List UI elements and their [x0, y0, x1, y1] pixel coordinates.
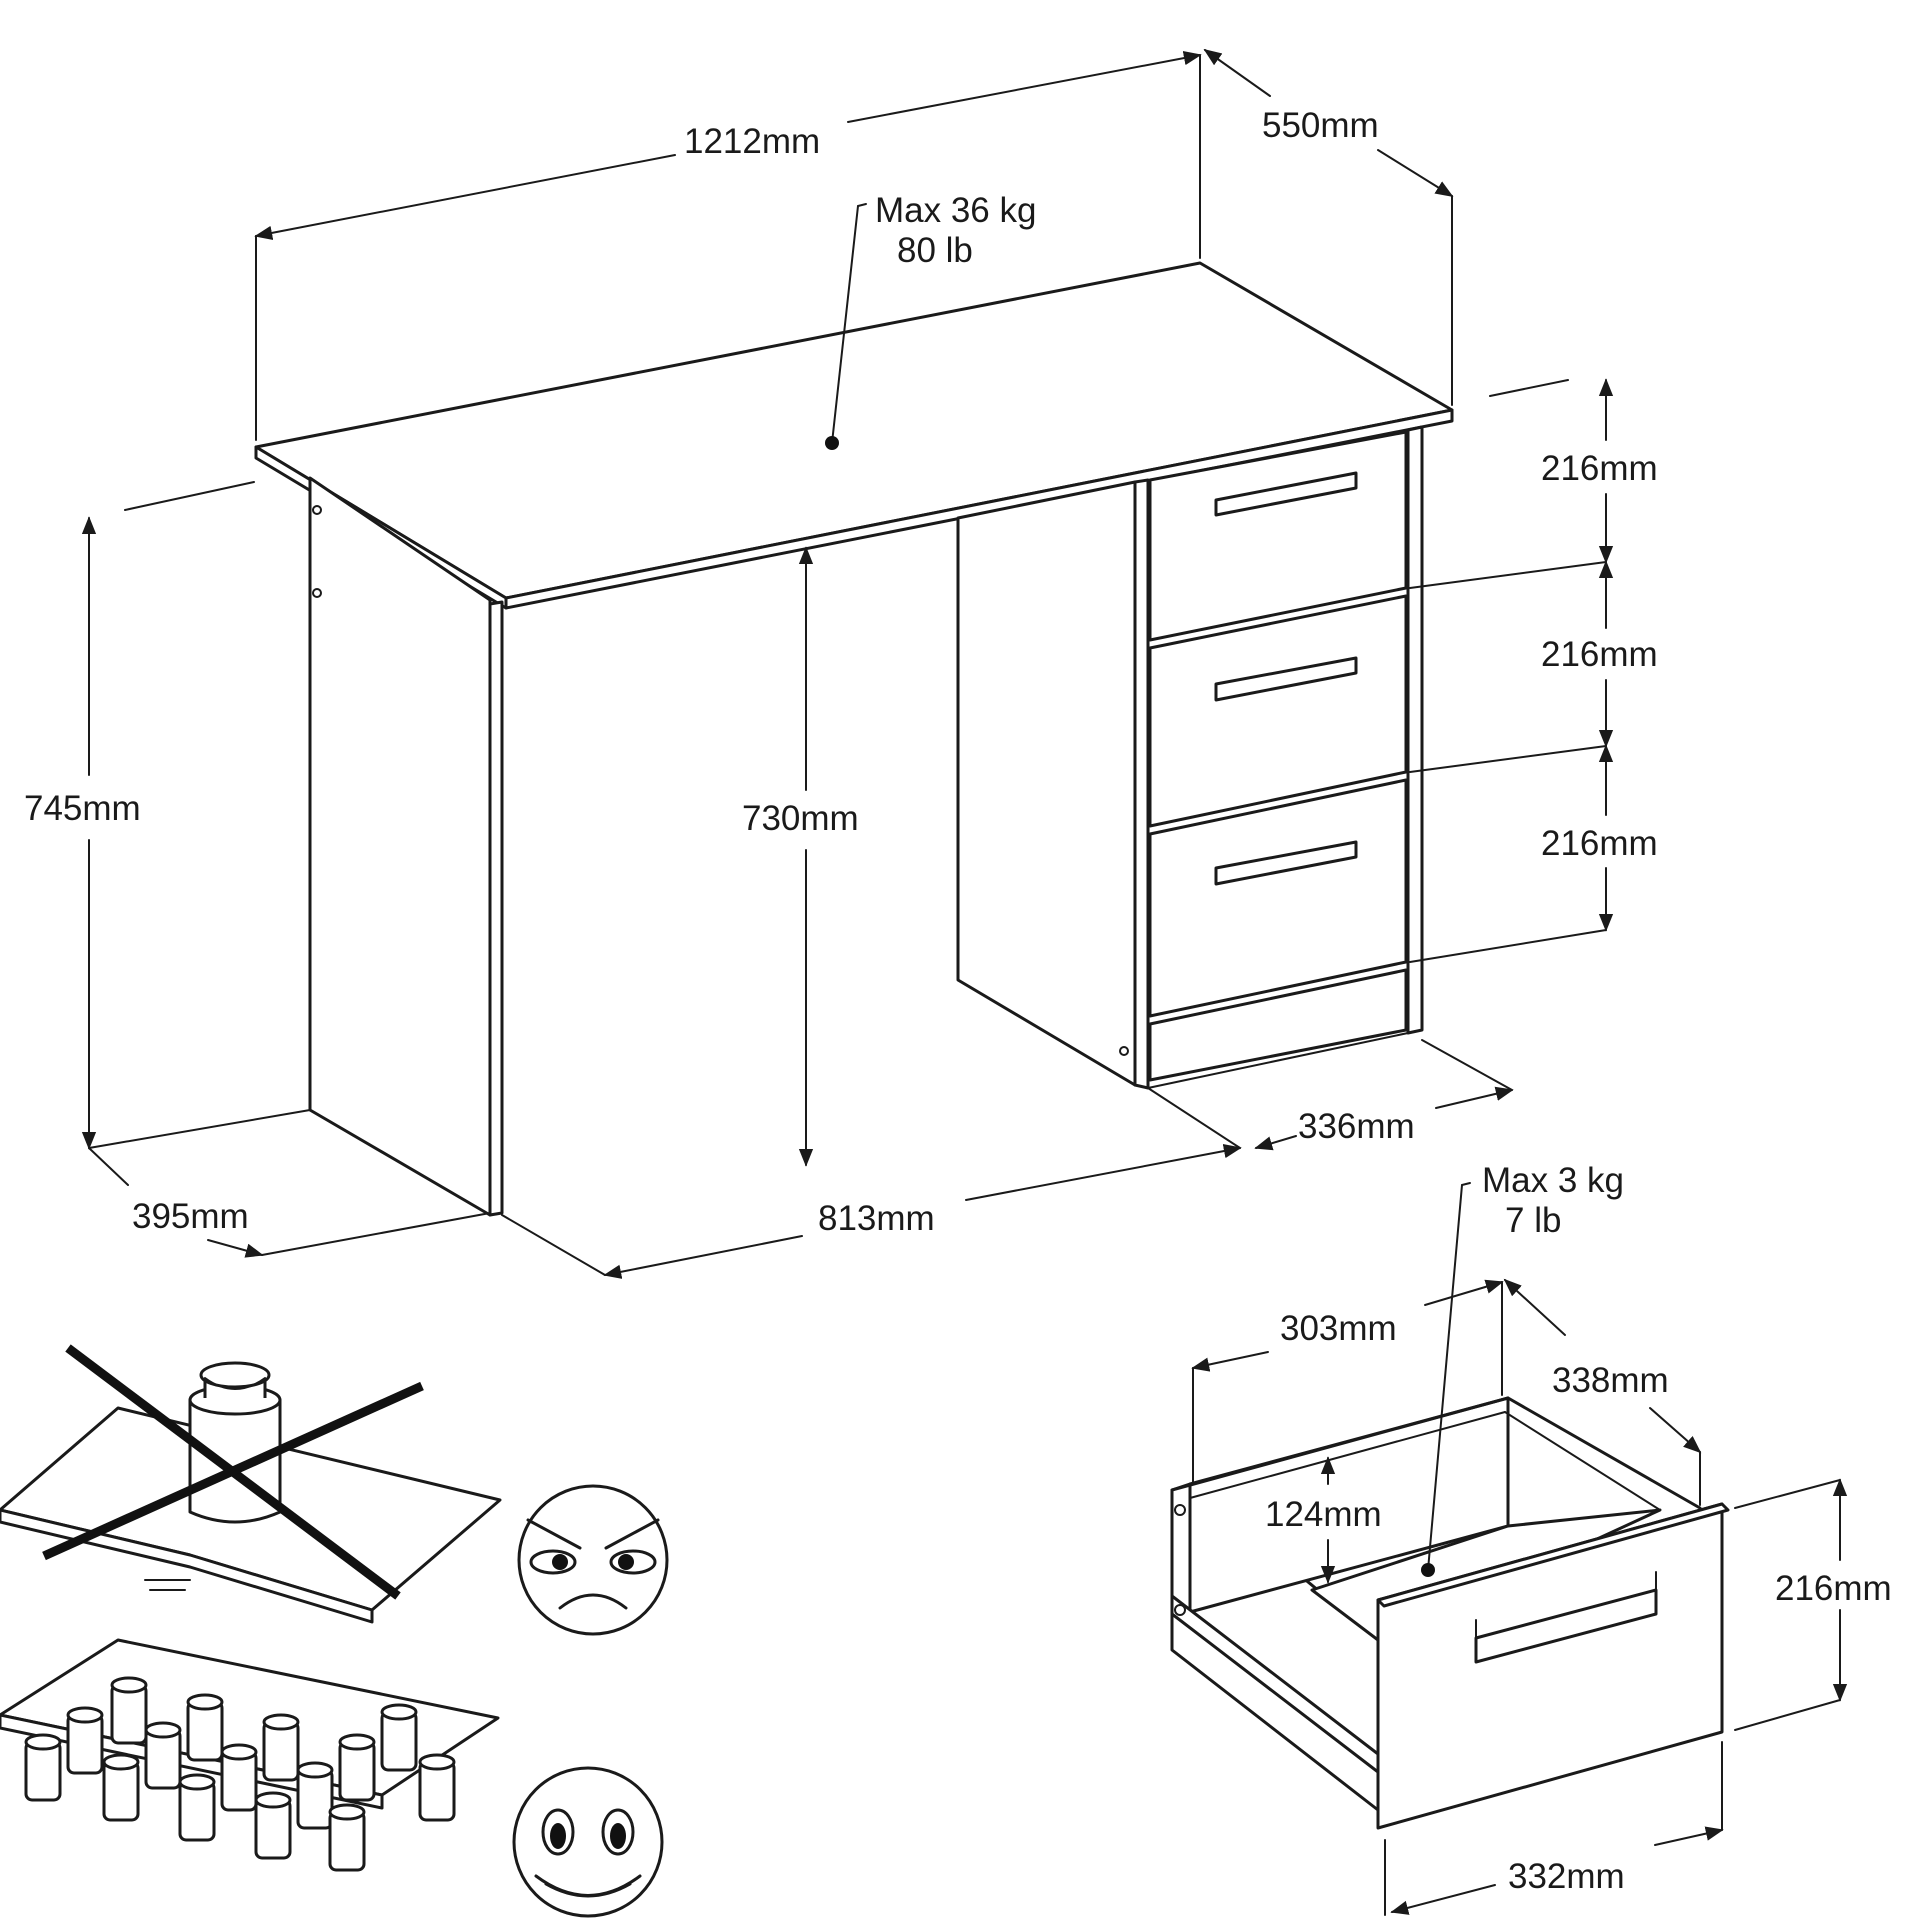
extension-line: [1409, 929, 1607, 963]
load-point-dot: [825, 436, 839, 450]
cabinet-front-post: [1133, 478, 1150, 1090]
cabinet-right-post: [1406, 425, 1424, 1035]
drawer-handle-3: [1214, 840, 1358, 886]
dimension-arrow-inner-depth: [1503, 1278, 1566, 1336]
dimension-arrow-depth: [1377, 149, 1454, 197]
distributed-weights-icon: [24, 1676, 456, 1872]
extension-line: [501, 1214, 606, 1276]
dimension-arrow-leg-depth: [207, 1239, 264, 1258]
load-pointer: [857, 203, 867, 207]
drawer-inner-depth-label: 338mm: [1552, 1361, 1669, 1400]
dimension-arrow-depth: [1203, 48, 1271, 97]
drawer-front-width-label: 332mm: [1508, 1857, 1625, 1896]
dimension-arrow-leg-depth: [88, 1147, 129, 1186]
drawer-drawing: [1170, 1396, 1730, 1830]
drawer-front-handle: [1474, 1588, 1658, 1664]
dimension-arrow-front-width: [1654, 1826, 1724, 1846]
angry-face-icon: [517, 1484, 669, 1636]
cabinet-base-line: [1147, 1032, 1409, 1089]
knee-width-label: 813mm: [818, 1199, 935, 1238]
load-pointer: [831, 205, 859, 444]
load-pointer: [1427, 1184, 1463, 1571]
drawer-front-3: [1148, 778, 1408, 1018]
drawer-front-2: [1148, 594, 1408, 828]
dimension-arrow-knee-width: [965, 1143, 1242, 1201]
dimension-arrow-knee-width: [603, 1235, 803, 1279]
hole: [312, 588, 322, 598]
drawer-front-height-label: 216mm: [1775, 1569, 1892, 1608]
desk-dimensions: 1212mm 550mm Max 36 kg 80 lb 745mm 730mm…: [24, 48, 1658, 1279]
extension-line: [88, 1109, 311, 1149]
extension-line: [1734, 1699, 1841, 1731]
left-leg-inner: [308, 476, 492, 1217]
dimension-arrow-cabinet-depth: [1254, 1135, 1297, 1151]
extension-line: [261, 1212, 491, 1256]
hole: [312, 505, 322, 515]
drawer-inner-height-label: 124mm: [1265, 1495, 1382, 1534]
drawer-rim-inner: [1504, 1411, 1661, 1511]
desk-width-label: 1212mm: [684, 122, 820, 161]
dimension-arrow-inner-depth: [1649, 1407, 1702, 1454]
extension-line: [124, 481, 255, 511]
drawer-front-panel-edge: [1376, 1502, 1730, 1608]
hole: [1174, 1604, 1186, 1616]
cross-mark: [42, 1381, 424, 1561]
cabinet-depth-label: 336mm: [1298, 1107, 1415, 1146]
drawer-handle-1: [1214, 471, 1358, 517]
drawer-3-height-label: 216mm: [1541, 824, 1658, 863]
drawer-rim: [1170, 1396, 1510, 1492]
extension-line: [1409, 745, 1607, 773]
desk-height-label: 745mm: [24, 789, 141, 828]
hole: [1174, 1504, 1186, 1516]
drawer-inner-width-label: 303mm: [1280, 1309, 1397, 1348]
extension-line: [1421, 1039, 1513, 1091]
dimension-arrow-cabinet-depth: [1435, 1086, 1514, 1109]
leg-depth-label: 395mm: [132, 1197, 249, 1236]
desk-max-load-kg: Max 36 kg: [875, 191, 1036, 230]
drawer-rim-inner: [1189, 1411, 1506, 1499]
hole: [1119, 1046, 1129, 1056]
drawer-handle-2: [1214, 656, 1358, 702]
load-pointer: [1461, 1182, 1471, 1186]
desk-max-load-lb: 80 lb: [897, 231, 973, 270]
drawer-1-height-label: 216mm: [1541, 449, 1658, 488]
extension-line: [1734, 1479, 1841, 1509]
drawer-dimensions: Max 3 kg 7 lb 303mm 338mm 124mm 216mm 33…: [1191, 1161, 1892, 1916]
cabinet-plinth: [1148, 968, 1408, 1082]
extension-line: [1147, 1087, 1241, 1149]
extension-line: [1489, 379, 1569, 397]
knee-height-label: 730mm: [742, 799, 859, 838]
desk-drawing: [254, 261, 1454, 1217]
extension-line: [1409, 561, 1607, 589]
drawer-max-load-lb: 7 lb: [1505, 1201, 1561, 1240]
dimension-arrow-inner-width: [1424, 1279, 1504, 1306]
dimension-arrow-width: [254, 154, 676, 240]
left-leg-front: [488, 600, 504, 1217]
drawer-2-height-label: 216mm: [1541, 635, 1658, 674]
cabinet-side: [956, 480, 1137, 1087]
desk-depth-label: 550mm: [1262, 106, 1379, 145]
drawer-rim: [1506, 1396, 1702, 1510]
load-point-dot: [1421, 1563, 1435, 1577]
desk-top-side-edge: [504, 408, 1454, 610]
load-guide-wrong: [0, 1344, 669, 1636]
dimension-arrow-inner-width: [1191, 1351, 1269, 1372]
dimension-arrow-width: [847, 50, 1202, 123]
dimension-arrow-front-width: [1390, 1884, 1496, 1915]
load-guide-right: [0, 1638, 664, 1918]
drawer-max-load-kg: Max 3 kg: [1482, 1161, 1624, 1200]
happy-face-icon: [512, 1766, 664, 1918]
